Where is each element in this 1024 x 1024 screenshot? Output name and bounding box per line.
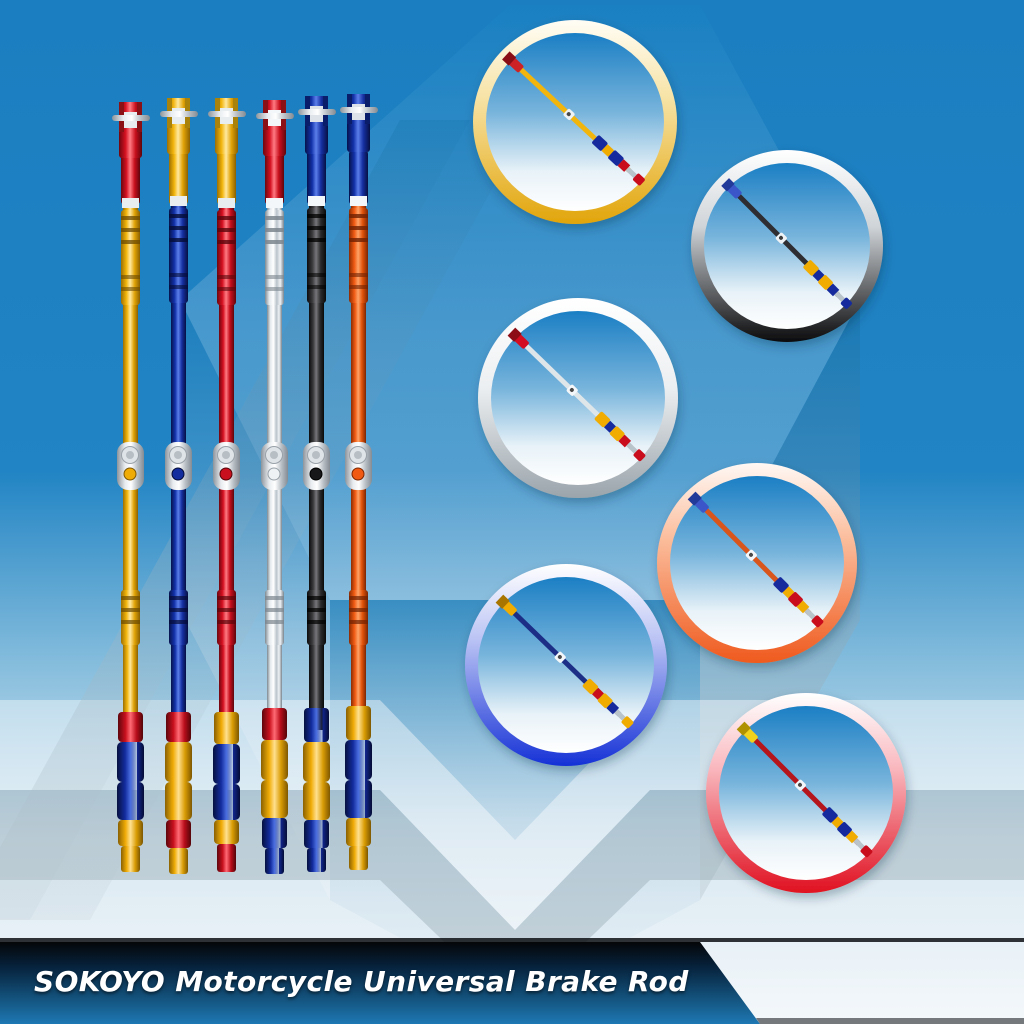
product-title-banner: SOKOYO Motorcycle Universal Brake Rod [0,938,1024,1024]
collars-blue [165,712,192,874]
collars-red [213,712,240,872]
pivot-bracket-blue [165,442,192,490]
circle-red-rod [706,693,906,893]
pivot-bracket-gold [117,442,144,490]
circle-blue-rod [465,564,667,766]
rod-orange [340,94,378,870]
circle-orange-rod [657,463,857,663]
circle-chrome-rod [478,298,678,498]
rod-black [298,96,336,872]
pivot-bracket-orange [345,442,372,490]
pivot-bracket-chrome [261,442,288,490]
circle-gold-rod [473,20,677,224]
rod-blue [160,98,198,874]
rod-red [208,98,246,872]
collars-chrome [261,708,288,874]
banner-title-text: SOKOYO Motorcycle Universal Brake Rod [34,964,689,998]
collars-orange [345,706,372,870]
pivot-bracket-red [213,442,240,490]
rod-gold [112,102,150,872]
collars-black [303,708,330,872]
collars-gold [117,712,144,872]
circle-black-rod [691,150,883,342]
rod-chrome [256,100,294,874]
banner-shape [0,938,1024,1024]
pivot-bracket-black [303,442,330,490]
